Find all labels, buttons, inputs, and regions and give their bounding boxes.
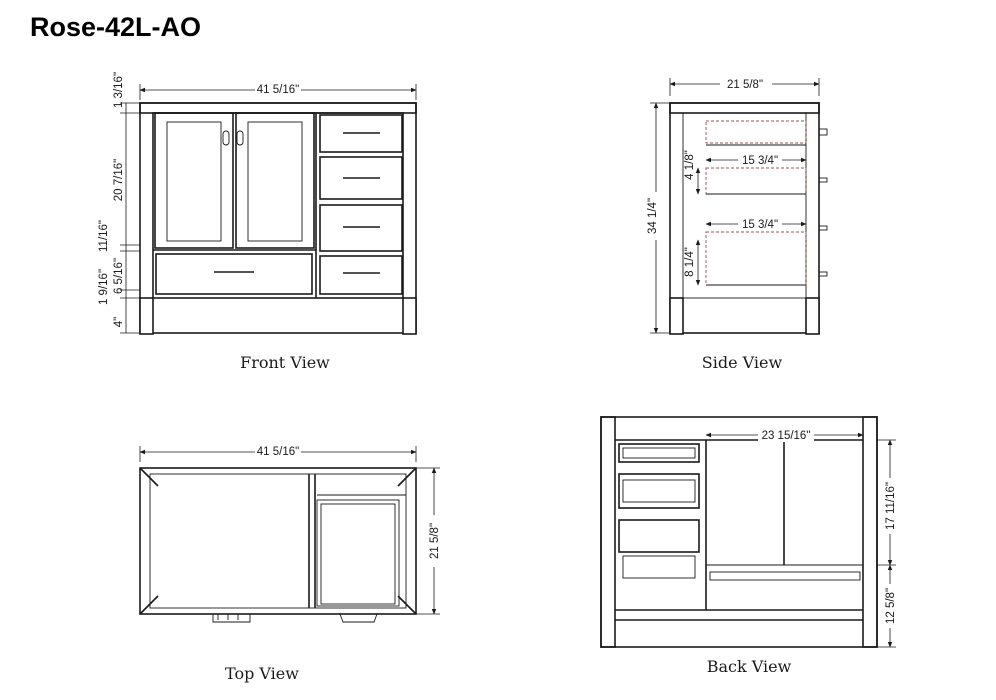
back-opening-width-label: 23 15/16" [762,430,811,442]
side-height-label: 34 1/4" [647,198,659,234]
side-lower-height-label: 8 1/4" [684,247,696,277]
bottom-left-drawer [155,253,313,295]
front-mid-rail-label: 11/16" [98,220,110,252]
back-view-caption: Back View [707,657,792,676]
side-right-leg [805,297,820,335]
right-door-handle [236,130,244,146]
side-left-leg [669,297,684,335]
front-bottom-rail-label: 1 9/16" [98,269,110,305]
front-view-caption: Front View [240,353,330,372]
front-door-height-label: 20 7/16" [113,159,125,201]
back-upper-height-label: 17 11/16" [885,482,897,530]
front-top-rail-label: 1 3/16" [113,72,125,108]
left-door-handle [222,130,230,146]
top-view-caption: Top View [225,664,299,683]
drawer-3 [319,204,403,252]
page-title: Rose-42L-AO [30,12,202,42]
drawer-2 [319,156,403,200]
left-front-leg [139,297,154,335]
right-door [235,112,315,249]
drawer-4 [319,255,403,295]
countertop-edge [139,102,417,114]
side-view: 21 5/8" 15 3/4" 4 1/8" 15 3/4" 8 1/4" [645,77,828,372]
back-cabinet-outline [600,416,878,648]
side-lower-depth-label: 15 3/4" [742,219,778,231]
side-view-caption: Side View [702,353,783,372]
drawer-1 [319,114,403,153]
front-drawer-height-label: 6 5/16" [113,258,125,294]
left-door [154,112,234,249]
side-upper-height-label: 4 1/8" [684,150,696,180]
top-width-label: 41 5/16" [257,446,299,458]
top-depth-label: 21 5/8" [429,523,441,559]
top-cabinet-outline [139,467,417,615]
top-view: 41 5/16" 21 5/8" Top View [139,444,442,683]
back-view: 23 15/16" 17 11/16" 12 5/8" Back View [600,416,898,676]
back-lower-height-label: 12 5/8" [885,588,897,624]
right-front-leg [402,297,417,335]
side-width-label: 21 5/8" [727,79,763,91]
front-width-label: 41 5/16" [257,84,299,96]
side-upper-depth-label: 15 3/4" [742,155,778,167]
front-leg-label: 4" [113,317,125,327]
cabinet-outline [139,102,417,334]
front-view: 41 5/16" [98,72,417,372]
